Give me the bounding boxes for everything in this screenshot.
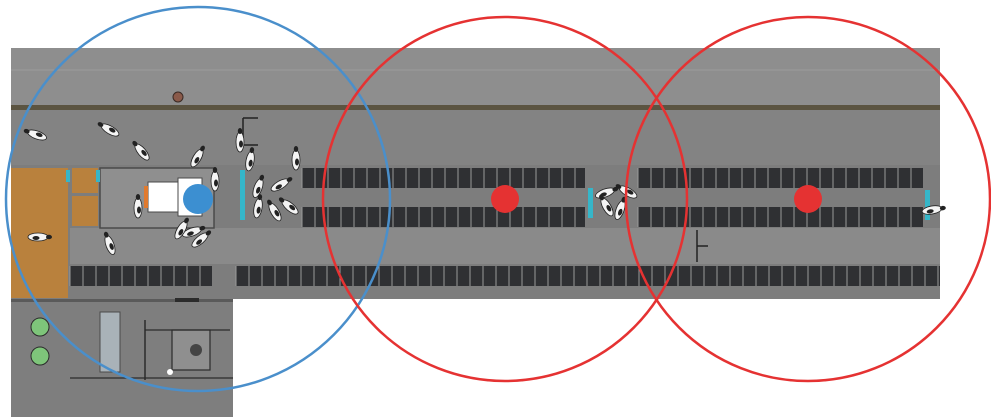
stall-row [302, 207, 585, 227]
cow-icon [97, 122, 120, 137]
cow-icon [23, 128, 47, 141]
stall-row [236, 266, 940, 286]
cow-icon [235, 128, 245, 153]
cow-icon [291, 146, 301, 171]
cow-icon [191, 230, 212, 248]
cow-icon [253, 194, 263, 219]
tractor-icon [172, 91, 184, 103]
scraper-bar [925, 190, 930, 220]
bedding-pen-small [72, 196, 98, 226]
scraper-bar [588, 188, 593, 218]
equipment-fixture [190, 344, 202, 356]
feeder-coverage-circle [321, 15, 689, 383]
scraper-bar [240, 170, 245, 220]
bedding-pen-small [72, 168, 98, 193]
cow-icon [614, 196, 627, 220]
feeder-position-dot [491, 185, 519, 213]
barn-roof [11, 48, 940, 109]
drain-fixture [167, 369, 173, 375]
robot-accent [144, 186, 148, 208]
cow-icon [190, 145, 205, 168]
cow-icon [27, 232, 52, 242]
control-panel [175, 298, 199, 302]
cow-icon [252, 174, 265, 198]
feed-alley [70, 228, 940, 264]
cow-icon [599, 194, 614, 217]
cow-icon [182, 225, 206, 238]
cow-icon [103, 231, 116, 255]
feeder-coverage-circle [624, 15, 991, 383]
gate [696, 230, 708, 262]
cow-icon [267, 199, 282, 222]
robot-coverage-circle [4, 5, 392, 393]
robot-position-dot [183, 184, 213, 214]
cow-group [23, 122, 946, 255]
scraper-bar [96, 170, 100, 182]
milk-tank-bay [99, 311, 121, 373]
cow-icon [278, 197, 299, 215]
cow-icon [270, 177, 293, 192]
stall-row [70, 266, 212, 286]
stall-row [302, 168, 585, 188]
stall-rows [69, 168, 940, 286]
tech-room-wall [11, 299, 233, 302]
cow-icon [210, 167, 220, 192]
cow-icon [132, 140, 150, 161]
water-tank [30, 346, 50, 366]
cow-icon [921, 205, 946, 215]
cow-icon [174, 217, 189, 240]
scraper-bar [66, 170, 70, 182]
barn-roof-edge [11, 105, 940, 110]
front-walkway [11, 110, 940, 165]
cow-icon [133, 194, 143, 219]
water-tank [30, 317, 50, 337]
feeder-position-dot [794, 185, 822, 213]
cow-icon [245, 147, 255, 172]
